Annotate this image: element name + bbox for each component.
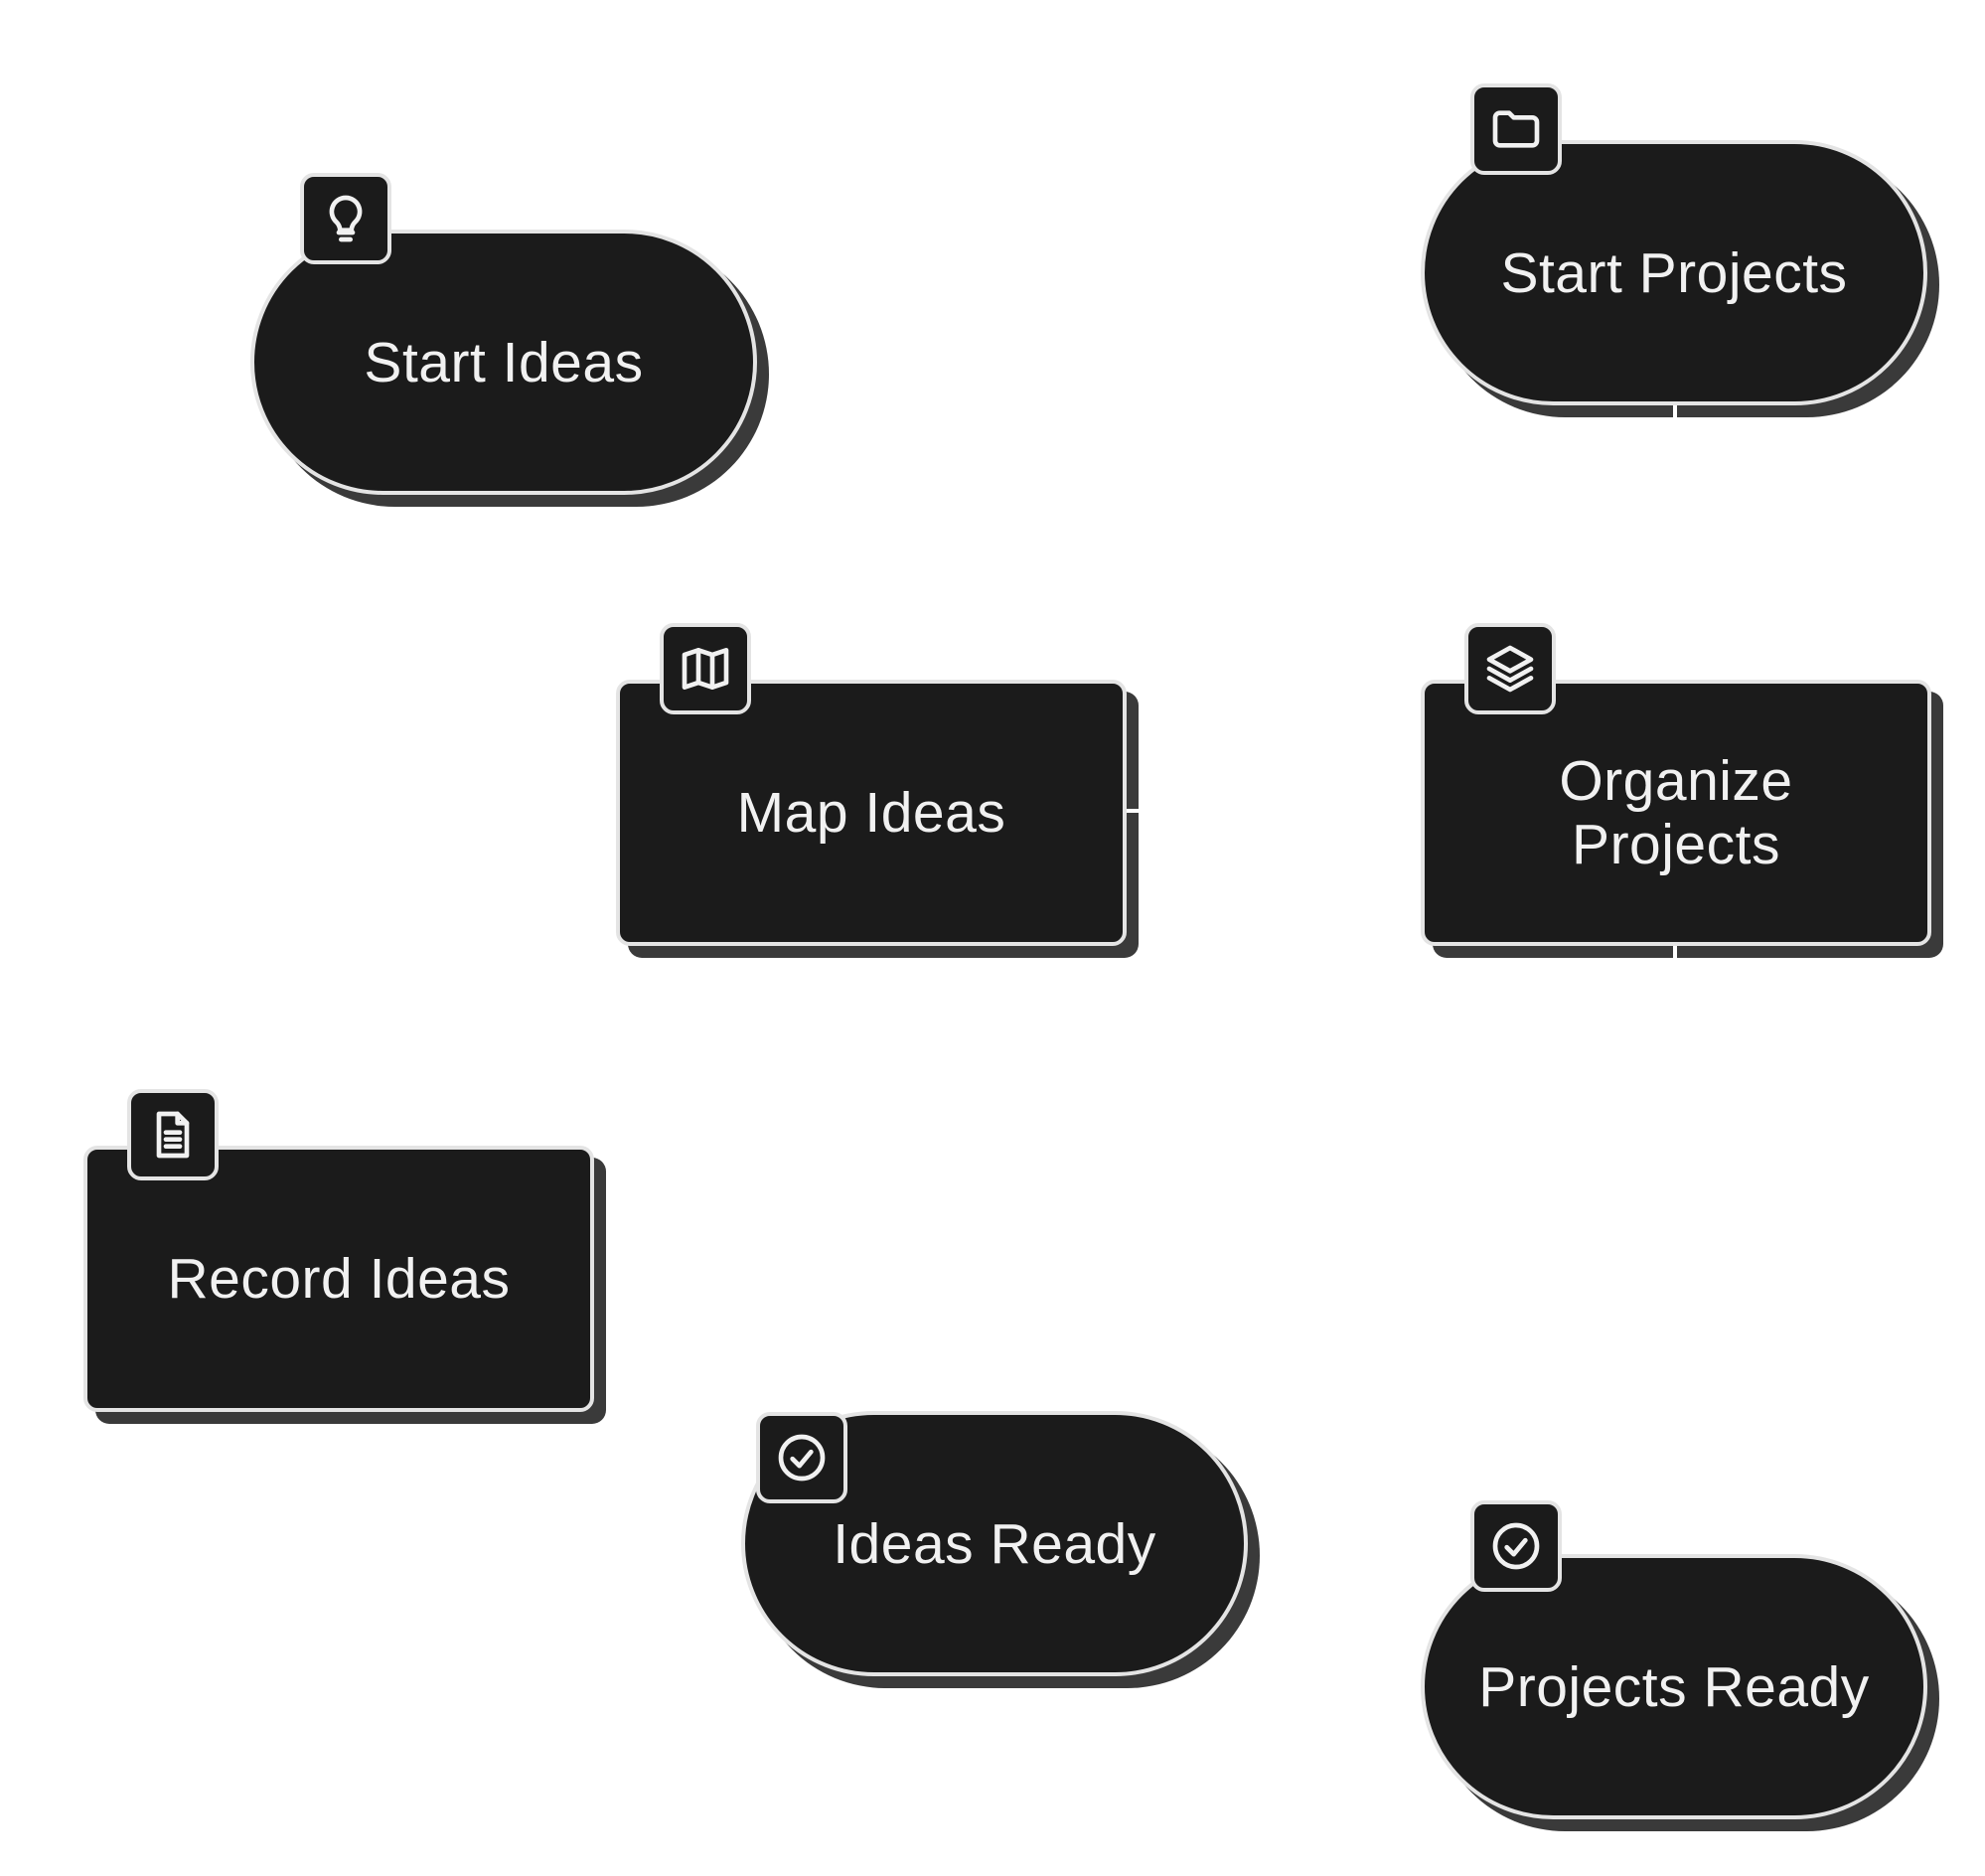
- node-start-projects[interactable]: Start Projects: [1421, 140, 1927, 405]
- check-circle-icon: [1470, 1500, 1562, 1592]
- node-label: Ideas Ready: [833, 1511, 1156, 1576]
- lightbulb-icon: [300, 173, 391, 264]
- folder-icon: [1470, 83, 1562, 175]
- node-start-ideas[interactable]: Start Ideas: [250, 230, 757, 495]
- connector-stub: [1673, 946, 1677, 958]
- node-ideas-ready[interactable]: Ideas Ready: [741, 1411, 1248, 1676]
- node-label: Projects Ready: [1478, 1654, 1870, 1719]
- check-circle-icon: [756, 1412, 847, 1503]
- connector-stub: [1673, 405, 1677, 417]
- node-projects-ready[interactable]: Projects Ready: [1421, 1554, 1927, 1819]
- node-record-ideas[interactable]: Record Ideas: [83, 1146, 594, 1412]
- layers-icon: [1464, 623, 1556, 714]
- connector-stub: [1127, 809, 1139, 813]
- node-label: Record Ideas: [167, 1247, 511, 1311]
- node-label: Organize Projects: [1559, 749, 1793, 876]
- document-icon: [127, 1089, 219, 1180]
- map-icon: [660, 623, 751, 714]
- node-label: Map Ideas: [736, 781, 1006, 845]
- node-label: Start Ideas: [364, 330, 644, 394]
- node-label: Start Projects: [1500, 240, 1848, 305]
- node-map-ideas[interactable]: Map Ideas: [616, 680, 1127, 946]
- node-organize-projects[interactable]: Organize Projects: [1421, 680, 1931, 946]
